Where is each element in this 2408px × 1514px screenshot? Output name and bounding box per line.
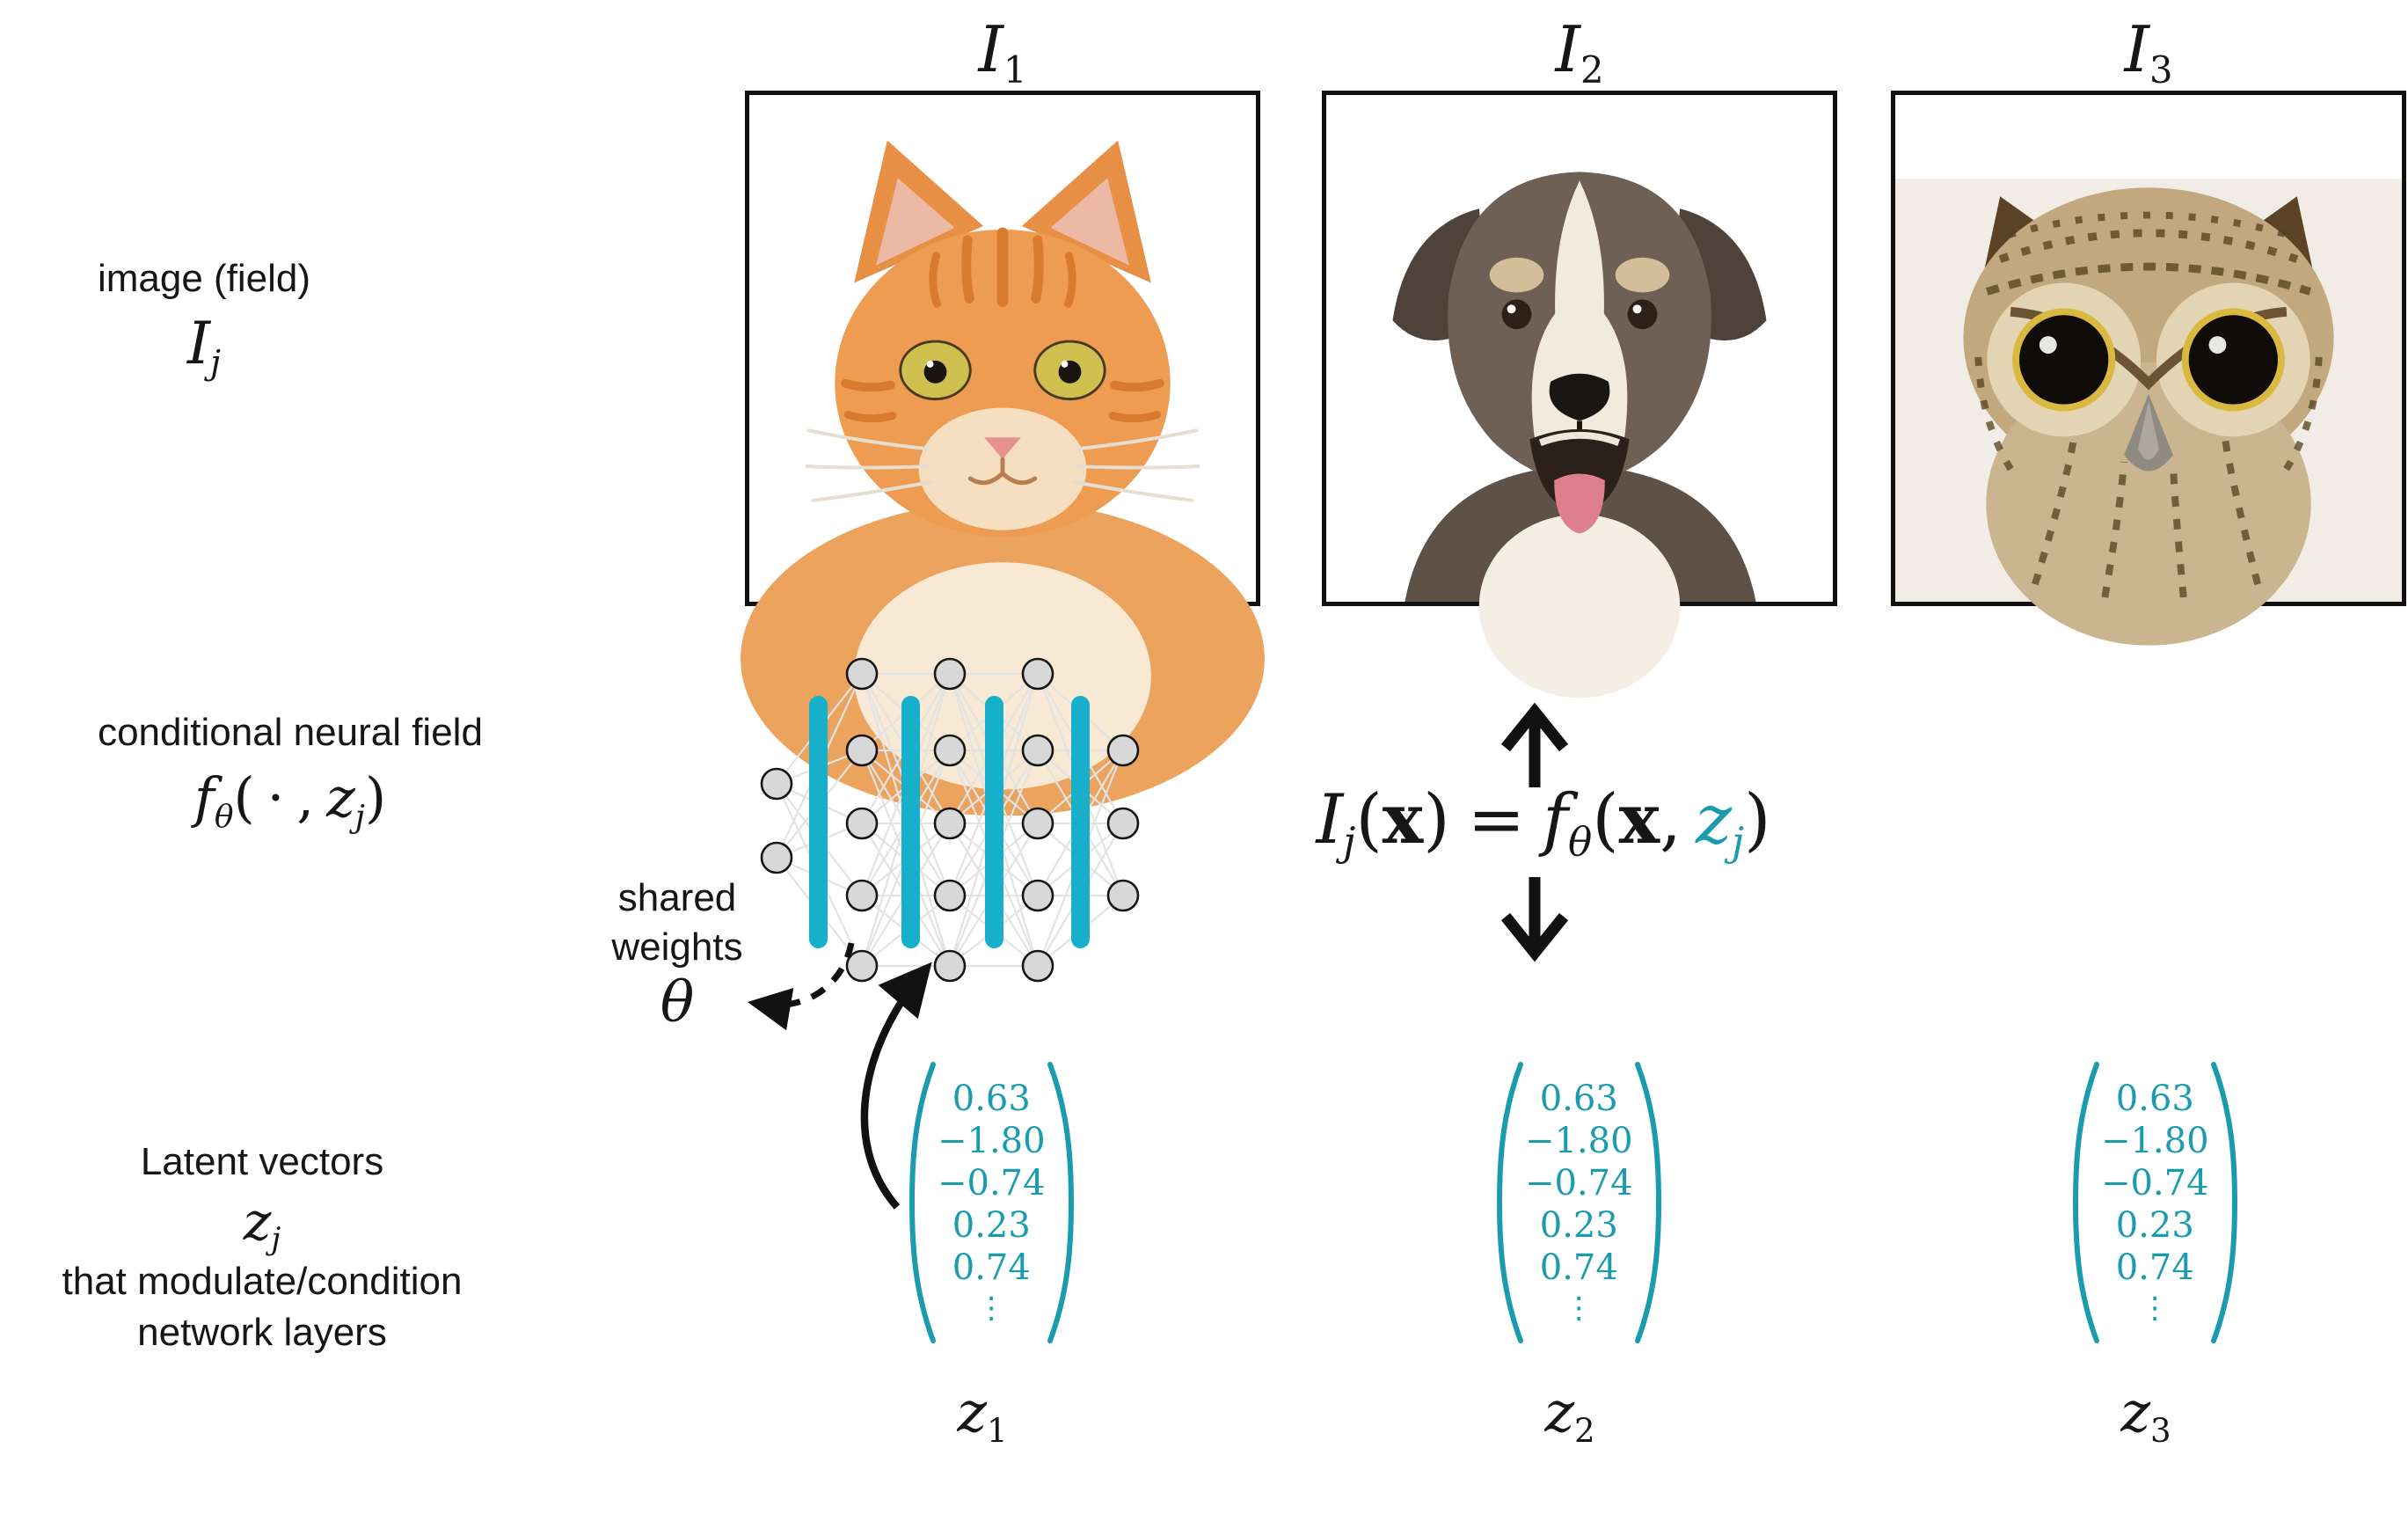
shared-weights-line1: shared: [617, 876, 737, 919]
vdots: ⋮: [976, 1291, 1007, 1326]
z3-label: z3: [2120, 1380, 2171, 1450]
condition-bar: [901, 696, 920, 948]
math-sub: 1: [1003, 48, 1027, 92]
dog-photo-frame: [1322, 91, 1837, 698]
row-label-image: image (field) Ij: [28, 253, 380, 384]
network-node: [1021, 949, 1054, 983]
vector-value: 0.23: [1539, 1205, 1618, 1246]
latent-caption-2: that modulate/condition: [62, 1260, 463, 1303]
paren-left: [2072, 1062, 2099, 1343]
latent-vector-2: 0.63 −1.80 −0.74 0.23 0.74 ⋮: [1495, 1057, 1661, 1348]
latent-math: zj: [243, 1191, 281, 1258]
network-node: [845, 879, 879, 912]
cnf-math: fθ(·,zj): [193, 765, 387, 835]
latent-vector-3: 0.63 −1.80 −0.74 0.23 0.74 ⋮: [2071, 1057, 2237, 1348]
vector-value: −1.80: [1525, 1121, 1633, 1161]
vector-value: 0.63: [1539, 1079, 1618, 1119]
row-label-latent: Latent vectors zj that modulate/conditio…: [42, 1137, 482, 1358]
vector-value: 0.74: [952, 1247, 1031, 1288]
latent-caption: Latent vectors: [140, 1140, 384, 1183]
row-label-cnf: conditional neural field fθ(·,zj): [70, 707, 510, 835]
vector-value: −0.74: [2101, 1163, 2209, 1203]
owl-photo: [1895, 95, 2402, 646]
network-node: [933, 879, 967, 912]
conditioning-bars: [809, 696, 1090, 948]
condition-bar: [985, 696, 1003, 948]
paren-left: [908, 1062, 936, 1343]
network-node: [1106, 734, 1140, 767]
vdots: ⋮: [1564, 1291, 1594, 1326]
network-node: [1106, 807, 1140, 840]
vector-value: −0.74: [1525, 1163, 1633, 1203]
network-node: [760, 767, 793, 801]
latent-vector-1: 0.63 −1.80 −0.74 0.23 0.74 ⋮: [908, 1057, 1074, 1348]
theta-label: θ: [660, 970, 695, 1035]
math-sub: 2: [1580, 48, 1604, 92]
network-nodes: [760, 657, 1140, 983]
vector-value: 0.23: [2115, 1205, 2194, 1246]
cat-photo: [741, 95, 1265, 816]
network-node: [845, 657, 879, 691]
math-sub: 3: [2149, 48, 2173, 92]
shared-weights-line2: weights: [611, 925, 743, 969]
column-header-i2: I2: [1322, 9, 1837, 90]
column-header-i1: I1: [745, 9, 1260, 90]
up-arrow-icon: [1500, 702, 1569, 787]
z1-label: z1: [957, 1380, 1008, 1450]
network-node: [1106, 879, 1140, 912]
vector-value: 0.23: [952, 1205, 1031, 1246]
shared-weights-label: shared weights θ: [572, 874, 783, 1034]
cat-photo-frame: [741, 91, 1265, 816]
vector-value: 0.74: [2115, 1247, 2194, 1288]
math-var: I: [1555, 12, 1580, 86]
owl-photo-frame: [1891, 91, 2406, 646]
latent-vector-values: 0.63 −1.80 −0.74 0.23 0.74 ⋮: [1525, 1057, 1633, 1348]
vector-value: 0.63: [2115, 1079, 2194, 1119]
image-field-caption: image (field): [97, 257, 311, 300]
neural-network-diagram: [760, 657, 1140, 983]
latent-vector-values: 0.63 −1.80 −0.74 0.23 0.74 ⋮: [2101, 1057, 2209, 1348]
column-header-i3: I3: [1891, 9, 2406, 90]
latent-caption-3: network layers: [137, 1311, 387, 1354]
image-field-math: Ij: [187, 310, 221, 384]
condition-bar: [809, 696, 828, 948]
network-node: [1021, 734, 1054, 767]
vector-value: −1.80: [938, 1121, 1046, 1161]
network-node: [933, 949, 967, 983]
network-node: [845, 807, 879, 840]
paren-right: [1634, 1062, 1661, 1343]
network-node: [845, 734, 879, 767]
network-node: [1021, 879, 1054, 912]
z2-label: z2: [1544, 1380, 1595, 1450]
dog-photo: [1326, 95, 1833, 698]
math-var: I: [978, 12, 1003, 86]
network-node: [933, 657, 967, 691]
vector-value: 0.74: [1539, 1247, 1618, 1288]
vector-value: 0.63: [952, 1079, 1031, 1119]
vdots: ⋮: [2140, 1291, 2171, 1326]
vector-value: −0.74: [938, 1163, 1046, 1203]
latent-vector-values: 0.63 −1.80 −0.74 0.23 0.74 ⋮: [938, 1057, 1046, 1348]
math-var: I: [2124, 12, 2149, 86]
down-arrow-icon: [1500, 877, 1569, 962]
network-node: [933, 734, 967, 767]
network-node: [760, 841, 793, 874]
network-node: [1021, 807, 1054, 840]
network-node: [1021, 657, 1054, 691]
condition-bar: [1071, 696, 1090, 948]
field-equation: Ij(x)=fθ(x,zj): [1316, 779, 1771, 866]
cnf-caption: conditional neural field: [98, 711, 483, 754]
paren-right: [2210, 1062, 2237, 1343]
paren-right: [1047, 1062, 1074, 1343]
vector-value: −1.80: [2101, 1121, 2209, 1161]
network-node: [845, 949, 879, 983]
network-node: [933, 807, 967, 840]
paren-left: [1496, 1062, 1523, 1343]
